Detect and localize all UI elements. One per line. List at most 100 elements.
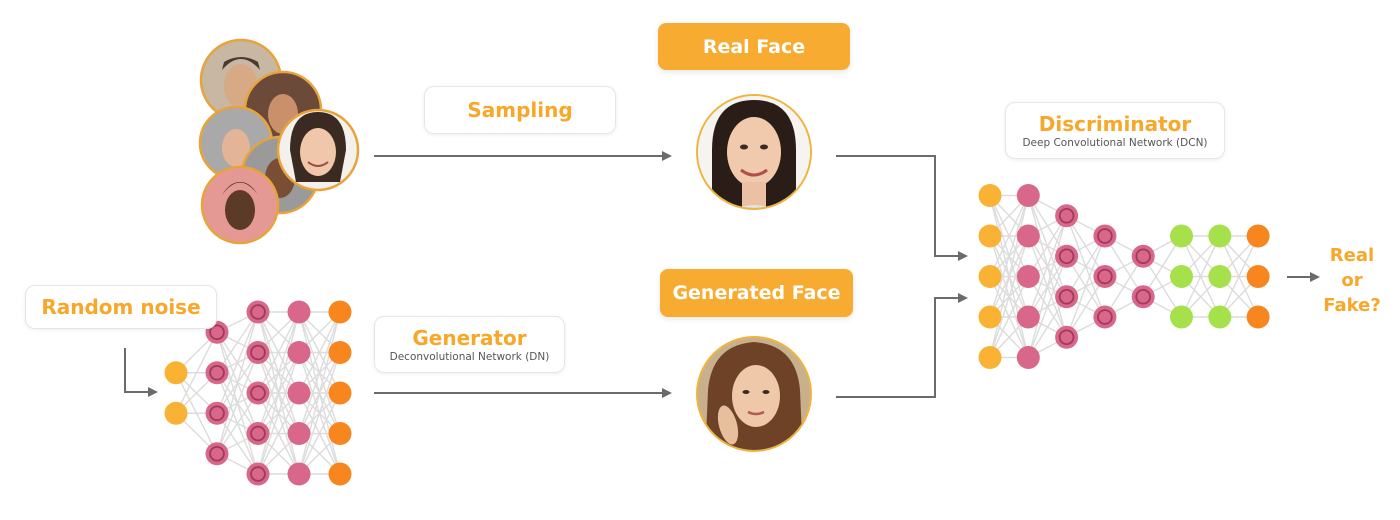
generator-node-ring: [209, 405, 225, 422]
arrow-noise-to-generator: [124, 348, 158, 397]
discriminator-edge: [1219, 235, 1259, 318]
generator-node: [328, 300, 352, 324]
generator-node-ring: [209, 324, 225, 341]
generator-edge: [257, 311, 300, 394]
collage-face-6: [276, 108, 360, 192]
generator-node: [328, 341, 352, 364]
discriminator-node: [1131, 285, 1155, 309]
discriminator-edge: [989, 195, 1029, 358]
discriminator-node: [1055, 204, 1079, 228]
generator-edge: [216, 392, 259, 455]
arrow-real-to-discriminator: [836, 155, 968, 261]
discriminator-node: [1093, 224, 1117, 248]
collage-face-5: [200, 165, 280, 245]
discriminator-node: [1246, 265, 1270, 288]
real-face-photo: [696, 94, 812, 210]
discriminator-node: [978, 224, 1002, 248]
generator-edge: [216, 311, 259, 454]
output-line-3: Fake?: [1323, 295, 1381, 316]
generator-node: [164, 361, 188, 385]
discriminator-node: [1016, 346, 1040, 369]
random-noise-title: Random noise: [41, 295, 201, 319]
discriminator-edge: [1065, 235, 1106, 338]
discriminator-edge: [1027, 256, 1068, 358]
generator-title: Generator: [412, 325, 527, 350]
discriminator-node-ring: [1097, 309, 1113, 325]
discriminator-edge: [1180, 235, 1221, 318]
generator-node: [246, 422, 270, 445]
discriminator-edge: [989, 235, 1029, 358]
generator-node: [246, 462, 270, 486]
discriminator-node: [1016, 184, 1040, 207]
generator-node: [287, 462, 311, 486]
generator-node-ring: [209, 445, 225, 462]
generator-node: [328, 381, 352, 405]
discriminator-node: [1016, 224, 1040, 248]
discriminator-node: [1208, 305, 1232, 329]
discriminator-node: [1170, 305, 1193, 329]
generator-node-ring: [250, 344, 266, 361]
generator-node: [164, 401, 188, 425]
output-line-1: Real: [1329, 245, 1375, 266]
discriminator-node: [978, 265, 1002, 288]
discriminator-node: [1055, 285, 1079, 309]
discriminator-edge: [1027, 215, 1068, 277]
output-label: Real or Fake?: [1312, 243, 1392, 318]
discriminator-node: [978, 184, 1002, 207]
generator-edge: [175, 331, 218, 414]
discriminator-node: [1055, 325, 1079, 349]
generator-edge: [298, 311, 341, 475]
random-noise-label: Random noise: [25, 285, 217, 329]
generated-face-label: Generated Face: [660, 269, 853, 317]
discriminator-node: [1016, 305, 1040, 329]
discriminator-node: [1016, 265, 1040, 288]
discriminator-edge: [1142, 235, 1183, 298]
output-line-2: or: [1341, 270, 1363, 291]
generated-face-title: Generated Face: [672, 282, 841, 304]
discriminator-node: [1170, 265, 1193, 288]
discriminator-network: [978, 184, 1270, 369]
sampling-title: Sampling: [467, 98, 573, 122]
generator-node: [328, 422, 352, 445]
generator-node: [287, 422, 311, 445]
discriminator-edge: [1066, 276, 1106, 338]
generator-edge: [257, 352, 300, 475]
generator-edge: [257, 392, 300, 475]
generator-network: [164, 300, 352, 486]
generator-node: [287, 300, 311, 324]
discriminator-edge: [1027, 215, 1068, 318]
generator-node: [205, 442, 229, 466]
real-face-title: Real Face: [702, 35, 806, 58]
sampling-label: Sampling: [424, 86, 616, 134]
discriminator-node: [1170, 224, 1193, 248]
generator-edge: [257, 311, 300, 434]
discriminator-title: Discriminator: [1038, 111, 1192, 136]
generator-label: Generator Deconvolutional Network (DN): [374, 316, 565, 373]
discriminator-label: Discriminator Deep Convolutional Network…: [1005, 102, 1225, 159]
discriminator-node: [1208, 265, 1232, 288]
generator-node: [205, 401, 229, 425]
generator-node: [246, 381, 270, 405]
discriminator-node: [978, 305, 1002, 329]
discriminator-node: [1093, 305, 1117, 329]
discriminator-edge: [989, 195, 1029, 277]
generator-node: [287, 341, 311, 364]
discriminator-node-ring: [1058, 248, 1075, 265]
discriminator-edge: [1027, 296, 1068, 358]
discriminator-edge: [1066, 235, 1106, 298]
generator-edge: [216, 352, 259, 455]
generator-node: [205, 361, 229, 385]
generator-node-ring: [250, 425, 266, 442]
arrow-generated-to-discriminator: [836, 293, 968, 398]
discriminator-node-ring: [1058, 288, 1075, 305]
discriminator-subtitle: Deep Convolutional Network (DCN): [1022, 136, 1208, 149]
generator-node: [246, 300, 270, 324]
generator-node-ring: [250, 385, 266, 401]
discriminator-node: [1055, 244, 1079, 268]
generator-edge: [298, 311, 341, 394]
generator-node-ring: [209, 364, 225, 381]
generator-node-ring: [250, 466, 266, 482]
discriminator-node: [1093, 265, 1117, 288]
generator-edge: [216, 311, 259, 374]
